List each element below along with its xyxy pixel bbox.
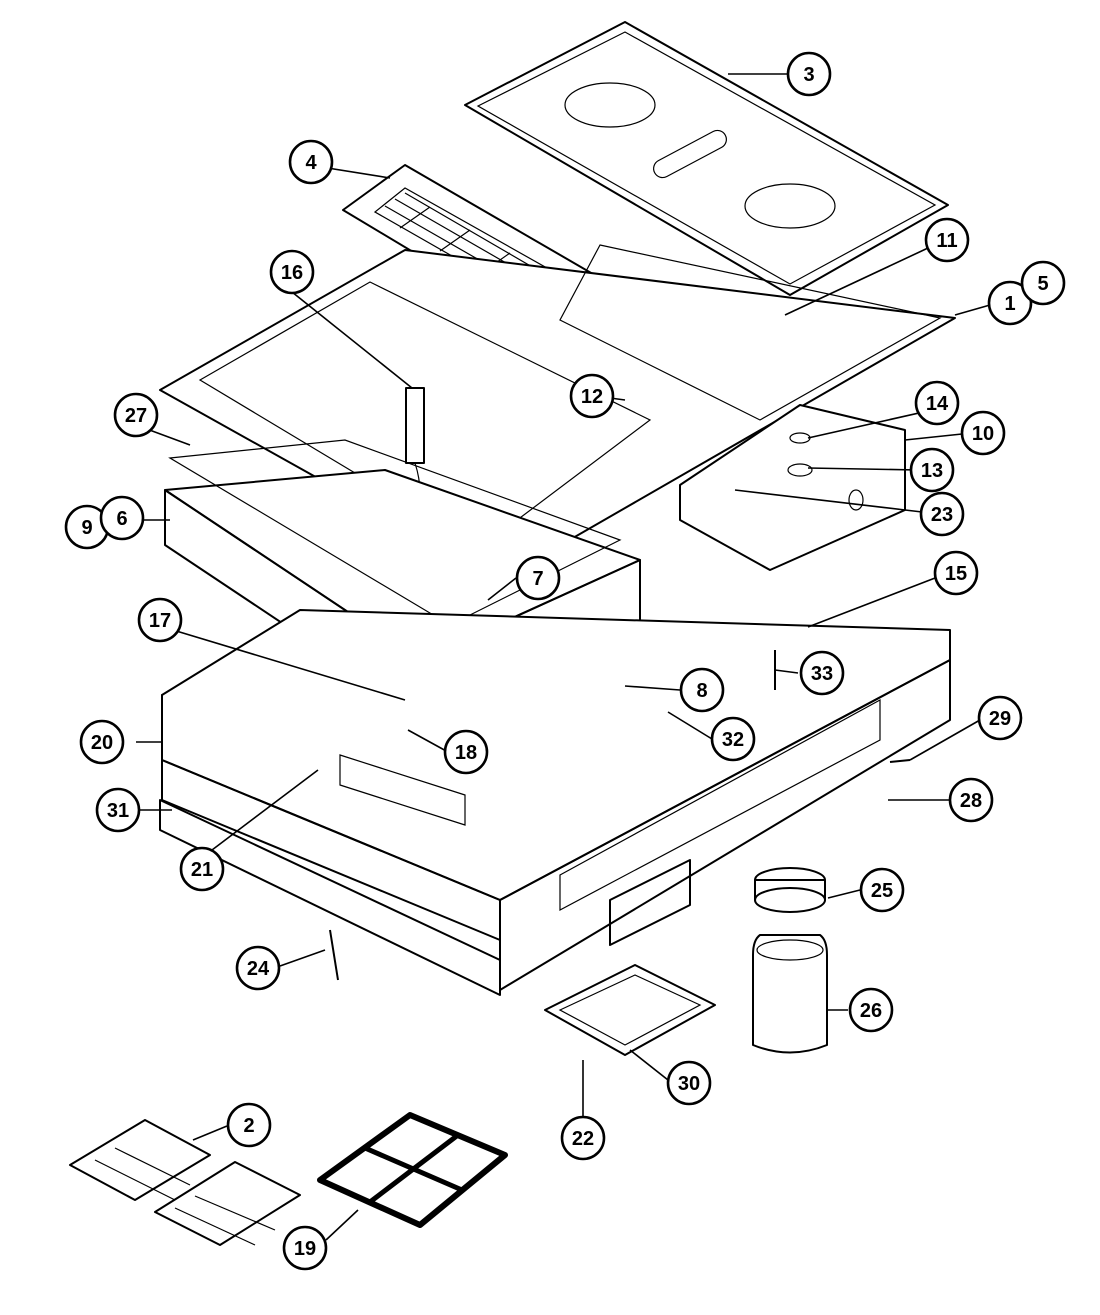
callout-28: 28 [948, 777, 994, 823]
callout-25: 25 [859, 867, 905, 913]
callout-9: 9 [64, 504, 110, 550]
svg-text:23: 23 [931, 504, 953, 526]
callout-22: 22 [560, 1115, 606, 1161]
svg-text:19: 19 [294, 1238, 316, 1260]
svg-text:32: 32 [722, 729, 744, 751]
svg-text:33: 33 [811, 663, 833, 685]
svg-text:2: 2 [243, 1115, 254, 1137]
callout-23: 23 [919, 491, 965, 537]
callout-6: 6 [99, 495, 145, 541]
svg-text:28: 28 [960, 790, 982, 812]
svg-text:30: 30 [678, 1073, 700, 1095]
callout-29: 29 [977, 695, 1023, 741]
svg-text:24: 24 [247, 958, 270, 980]
svg-text:15: 15 [945, 563, 967, 585]
svg-text:6: 6 [116, 508, 127, 530]
svg-text:11: 11 [936, 230, 957, 252]
callout-10: 10 [960, 410, 1006, 456]
svg-text:12: 12 [581, 386, 603, 408]
cooktop-panel [464, 21, 949, 296]
callout-1: 1 [987, 280, 1033, 326]
svg-text:8: 8 [696, 680, 707, 702]
callout-14: 14 [914, 380, 960, 426]
svg-text:26: 26 [860, 1000, 882, 1022]
callout-18: 18 [443, 729, 489, 775]
base-chassis [161, 609, 951, 991]
svg-text:31: 31 [107, 800, 129, 822]
callout-19: 19 [282, 1225, 328, 1271]
callout-8: 8 [679, 667, 725, 713]
svg-text:29: 29 [989, 708, 1011, 730]
callout-3: 3 [786, 51, 832, 97]
svg-text:7: 7 [532, 568, 543, 590]
svg-text:20: 20 [91, 732, 113, 754]
svg-text:21: 21 [191, 859, 213, 881]
callout-30: 30 [666, 1060, 712, 1106]
callout-4: 4 [288, 139, 334, 185]
svg-text:14: 14 [926, 393, 949, 415]
callout-27: 27 [113, 392, 159, 438]
callout-12: 12 [569, 373, 615, 419]
callout-31: 31 [95, 787, 141, 833]
svg-text:9: 9 [81, 517, 92, 539]
vent-grilles [69, 1119, 301, 1246]
callout-26: 26 [848, 987, 894, 1033]
callout-21: 21 [179, 846, 225, 892]
callout-17: 17 [137, 597, 183, 643]
burner-grate [317, 1112, 508, 1228]
svg-text:10: 10 [972, 423, 994, 445]
callout-5: 5 [1020, 260, 1066, 306]
svg-text:3: 3 [803, 64, 814, 86]
svg-text:22: 22 [572, 1128, 594, 1150]
callout-2: 2 [226, 1102, 272, 1148]
front-trim [159, 799, 501, 996]
drip-tray [544, 964, 716, 1056]
svg-text:17: 17 [149, 610, 171, 632]
callout-24: 24 [235, 945, 281, 991]
svg-text:1: 1 [1004, 293, 1015, 315]
callout-7: 7 [515, 555, 561, 601]
callout-16: 16 [269, 249, 315, 295]
svg-text:16: 16 [281, 262, 303, 284]
svg-text:5: 5 [1037, 273, 1048, 295]
callout-11: 11 [924, 217, 970, 263]
callout-13: 13 [909, 447, 955, 493]
svg-text:25: 25 [871, 880, 893, 902]
callout-32: 32 [710, 716, 756, 762]
svg-text:27: 27 [125, 405, 147, 427]
svg-text:4: 4 [305, 152, 317, 174]
svg-text:13: 13 [921, 460, 943, 482]
callout-15: 15 [933, 550, 979, 596]
svg-text:18: 18 [455, 742, 477, 764]
callout-20: 20 [79, 719, 125, 765]
grease-jar [752, 867, 828, 1054]
callout-33: 33 [799, 650, 845, 696]
